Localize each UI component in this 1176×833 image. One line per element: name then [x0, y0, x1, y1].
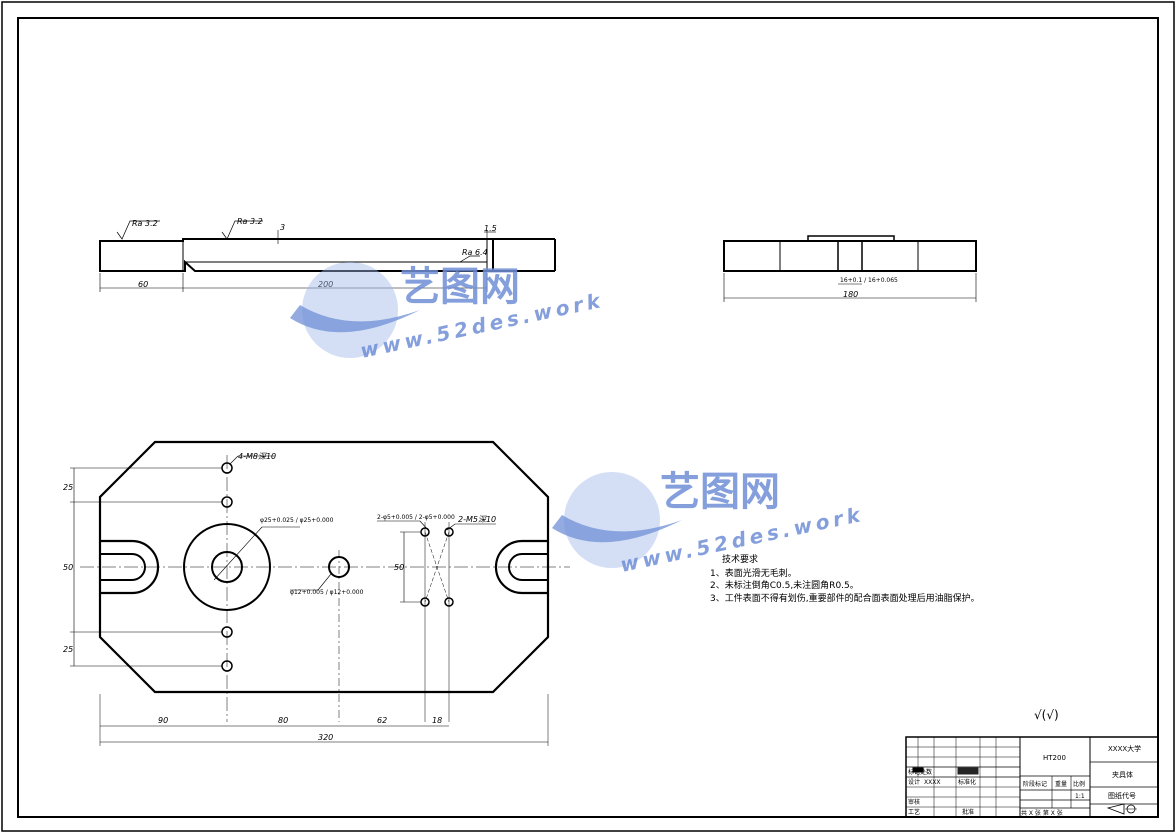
notes-line-2: 2、未标注倒角C0.5,未注圆角R0.5。	[710, 579, 859, 591]
tb-row-process: 工艺	[908, 808, 920, 816]
tb-material: HT200	[1043, 754, 1066, 762]
inner-border	[17, 17, 1159, 818]
title-block	[905, 736, 1159, 818]
watermark-brand-2: 艺图网	[660, 469, 780, 515]
dim-180: 180	[843, 290, 858, 299]
end-view	[723, 235, 977, 302]
tb-stage-label: 阶段标记	[1023, 780, 1047, 788]
dim-320: 320	[318, 733, 333, 742]
tb-row-mark: 标记	[908, 768, 920, 776]
watermark-brand-1: 艺图网	[400, 264, 520, 310]
dim-200: 200	[318, 280, 333, 289]
surface-finish-symbol: √(√)	[1034, 708, 1059, 722]
dim-1-5: 1.5	[484, 224, 497, 233]
tb-row-count: 处数	[920, 768, 932, 776]
dim-25-bottom: 25	[63, 645, 73, 654]
tb-scale-value: 1:1	[1075, 793, 1085, 800]
tb-school: XXXX大学	[1108, 744, 1141, 753]
tb-row-design: 设计	[908, 778, 920, 786]
plan-view	[70, 440, 570, 746]
tb-row-standard: 标准化	[958, 778, 976, 786]
notes-line-1: 1、表面光滑无毛刺。	[710, 567, 797, 579]
tb-part-name: 夹具体	[1112, 770, 1133, 779]
dim-50-inner: 50	[394, 563, 404, 572]
tb-row-review: 审核	[908, 798, 920, 806]
roughness-label-2: Ra 3.2	[237, 217, 263, 226]
roughness-label-3: Ra 6.4	[462, 248, 488, 257]
tb-weight-label: 重量	[1055, 780, 1067, 788]
tap-note: 2-M5深10	[458, 515, 496, 524]
dim-18: 18	[432, 716, 442, 725]
dim-25-top: 25	[63, 483, 73, 492]
tb-drawing-no: 图纸代号	[1108, 791, 1136, 800]
end-tolerance-label: 16+0.1 / 16+0.065	[840, 277, 898, 284]
hole-note-m8: 4-M8深10	[238, 452, 276, 461]
dim-60: 60	[138, 280, 148, 289]
dim-80: 80	[278, 716, 288, 725]
pin-note: 2-φ5+0.005 / 2-φ5+0.000	[377, 514, 455, 521]
tb-row-design-name: XXXX	[924, 779, 940, 786]
tb-sheet-info: 共 X 张 第 X 张	[1021, 809, 1063, 817]
roughness-label-1: Ra 3.2	[132, 219, 158, 228]
watermark-logo-1	[290, 262, 420, 358]
dim-62: 62	[377, 716, 387, 725]
dim-90: 90	[158, 716, 168, 725]
dim-50: 50	[63, 563, 73, 572]
dim-3: 3	[280, 223, 285, 232]
watermark-logo-2	[552, 472, 682, 568]
bore-note: φ25+0.025 / φ25+0.000	[260, 517, 334, 524]
tb-row-approve: 批准	[962, 808, 974, 816]
notes-title: 技术要求	[722, 553, 758, 565]
tb-scale-label: 比例	[1073, 780, 1085, 788]
small-hole-note: φ12+0.005 / φ12+0.000	[290, 589, 364, 596]
notes-line-3: 3、工件表面不得有划伤,重要部件的配合面表面处理后用油脂保护。	[710, 592, 980, 604]
side-view	[99, 220, 556, 292]
